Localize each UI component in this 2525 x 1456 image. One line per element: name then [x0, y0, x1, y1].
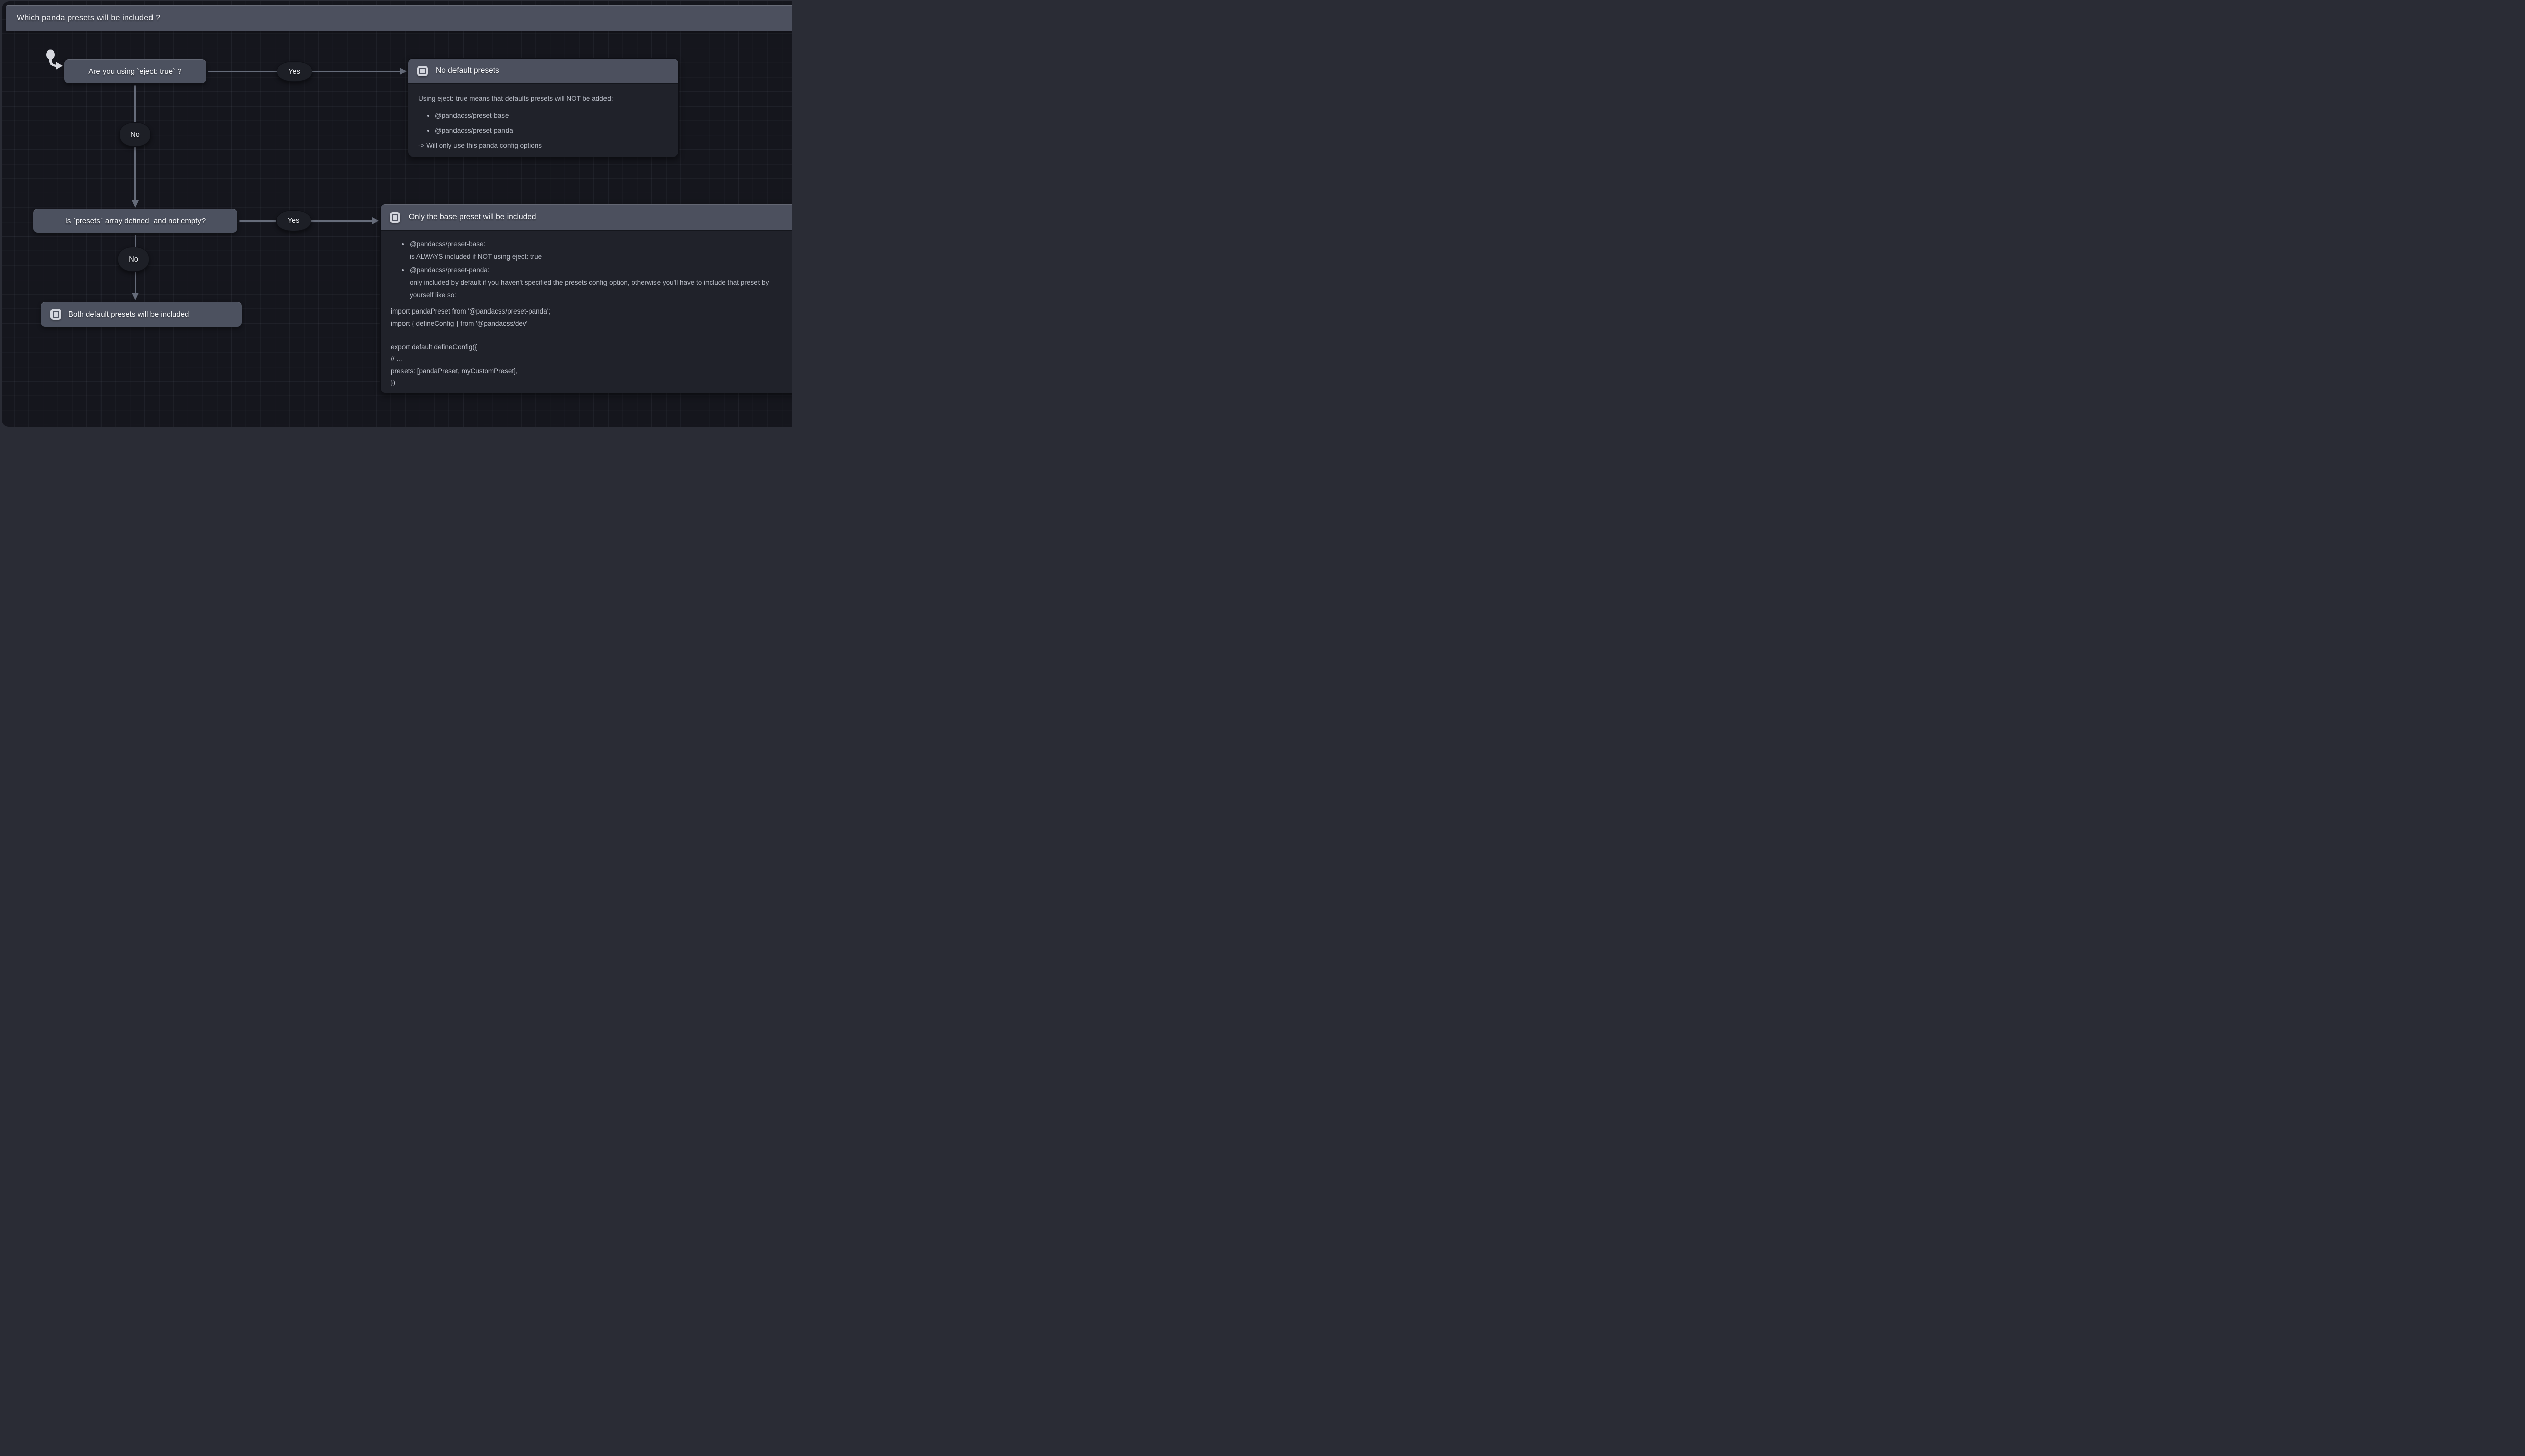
window-bottom-edge [0, 427, 792, 431]
result-box-body: @pandacss/preset-base: is ALWAYS include… [381, 231, 792, 389]
result-box-header: Only the base preset will be included [381, 204, 792, 231]
pill-label: Yes [288, 67, 300, 76]
node-label: Both default presets will be included [68, 310, 189, 319]
edge-label-yes[interactable]: Yes [276, 210, 311, 231]
code-line: presets: [pandaPreset, myCustomPreset], [391, 367, 518, 375]
diagram-canvas[interactable]: Which panda presets will be included ? A… [2, 1, 792, 427]
list-item: @pandacss/preset-panda [435, 126, 668, 135]
list-item: @pandacss/preset-base: is ALWAYS include… [410, 238, 788, 263]
result-box-header: No default presets [408, 59, 678, 84]
code-line: import pandaPreset from '@pandacss/prese… [391, 307, 551, 315]
node-question-eject[interactable]: Are you using `eject: true` ? [64, 59, 206, 83]
result-box-title: Only the base preset will be included [409, 213, 536, 221]
frame-icon [390, 212, 400, 223]
code-snippet: import pandaPreset from '@pandacss/prese… [391, 305, 788, 389]
arrowhead-q2-no [132, 293, 139, 300]
node-result-both-presets[interactable]: Both default presets will be included [41, 302, 242, 327]
pill-label: No [130, 130, 140, 139]
outro-text: -> Will only use this panda config optio… [418, 142, 542, 149]
list-item-text: only included by default if you haven't … [410, 279, 769, 299]
preset-list: @pandacss/preset-base: is ALWAYS include… [391, 238, 788, 301]
intro-text: Using eject: true means that defaults pr… [418, 95, 613, 102]
pill-label: Yes [287, 217, 300, 225]
edge-label-no[interactable]: No [118, 247, 149, 272]
code-line: // ... [391, 355, 402, 362]
arrowhead-q2-yes [372, 217, 379, 224]
edge-label-no[interactable]: No [119, 122, 151, 147]
result-box-title: No default presets [436, 66, 499, 75]
frame-icon [417, 65, 428, 76]
list-item: @pandacss/preset-panda: only included by… [410, 264, 788, 301]
code-line [391, 329, 788, 341]
list-item-text: is ALWAYS included if NOT using eject: t… [410, 253, 542, 261]
frame-icon [50, 309, 61, 320]
list-item: @pandacss/preset-base [435, 111, 668, 120]
code-line: export default defineConfig({ [391, 343, 477, 351]
node-label: Are you using `eject: true` ? [88, 67, 182, 76]
node-question-presets-array[interactable]: Is `presets` array defined and not empty… [33, 209, 237, 233]
code-line: }) [391, 379, 396, 386]
arrowhead-q1-no [131, 200, 139, 208]
preset-list: @pandacss/preset-base @pandacss/preset-p… [418, 111, 668, 135]
list-item-head: @pandacss/preset-panda: [410, 266, 490, 274]
arrowhead-q1-yes [400, 67, 407, 75]
result-box-base-preset-only[interactable]: Only the base preset will be included @p… [380, 204, 792, 393]
list-item-head: @pandacss/preset-base: [410, 240, 486, 248]
collaborator-cursor-icon [46, 49, 63, 70]
result-box-body: Using eject: true means that defaults pr… [408, 84, 678, 150]
pill-label: No [129, 255, 138, 264]
edge-label-yes[interactable]: Yes [277, 61, 312, 82]
node-label: Is `presets` array defined and not empty… [65, 216, 206, 225]
result-box-no-default-presets[interactable]: No default presets Using eject: true mea… [408, 58, 679, 157]
frame-titlebar[interactable]: Which panda presets will be included ? [6, 5, 792, 31]
code-line: import { defineConfig } from '@pandacss/… [391, 319, 528, 327]
frame-title: Which panda presets will be included ? [17, 13, 161, 22]
